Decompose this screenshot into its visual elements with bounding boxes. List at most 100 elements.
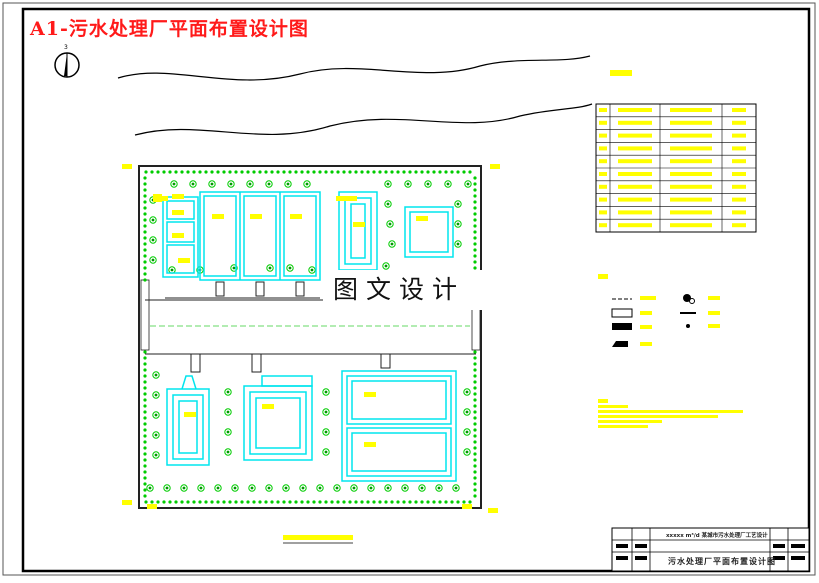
tree-icon: [226, 390, 230, 394]
tree-icon: [224, 388, 232, 396]
legend: [598, 274, 720, 347]
tree-icon: [465, 410, 469, 414]
hedge-dot: [324, 170, 328, 174]
hedge-dot: [288, 500, 292, 504]
hedge-dot: [473, 374, 477, 378]
hedge-dot: [222, 170, 226, 174]
tree-icon: [230, 264, 238, 272]
hedge-dot: [246, 170, 250, 174]
hedge-dot: [306, 170, 310, 174]
tree-icon: [226, 430, 230, 434]
tree-icon: [149, 236, 157, 244]
hedge-dot: [473, 182, 477, 186]
tree-icon: [305, 182, 309, 186]
hedge-dot: [143, 278, 147, 282]
table-cell-text: [599, 108, 607, 112]
tree-icon: [232, 266, 236, 270]
tree-icon: [248, 484, 256, 492]
hedge-dot: [462, 500, 466, 504]
hedge-dot: [252, 170, 256, 174]
plan-caption: [283, 535, 353, 544]
river-bank-lower: [134, 103, 593, 136]
tree-icon: [268, 266, 272, 270]
hedge-dot: [473, 386, 477, 390]
table-cell-text: [618, 184, 652, 189]
tree-icon: [350, 484, 358, 492]
tree-icon: [335, 486, 339, 490]
hedge-dot: [336, 500, 340, 504]
table-cell-text: [670, 133, 712, 138]
tree-icon: [316, 484, 324, 492]
tree-icon: [154, 453, 158, 457]
hedge-dot: [252, 500, 256, 504]
hedge-dot: [473, 350, 477, 354]
table-cell-text: [732, 223, 746, 228]
tree-icon: [233, 486, 237, 490]
hedge-dot: [444, 170, 448, 174]
svg-text:3: 3: [64, 44, 68, 51]
biological-tank: [243, 375, 313, 461]
hedge-dot: [222, 500, 226, 504]
hedge-dot: [228, 500, 232, 504]
hedge-dot: [473, 212, 477, 216]
hedge-dot: [143, 392, 147, 396]
unit-label-tag: [250, 214, 262, 219]
tree-icon: [191, 182, 195, 186]
hedge-dot: [168, 170, 172, 174]
watermark-text: 图文设计: [323, 270, 493, 310]
tree-icon: [299, 484, 307, 492]
tree-icon: [466, 182, 470, 186]
table-cell-text: [670, 223, 712, 228]
table-cell-text: [618, 197, 652, 202]
table-cell-text: [670, 172, 712, 176]
table-cell-text: [618, 210, 652, 215]
hedge-dot: [396, 500, 400, 504]
unit-label-tag: [172, 194, 184, 199]
hedge-dot: [402, 170, 406, 174]
pretreatment-units: [162, 191, 321, 281]
tree-icon: [454, 486, 458, 490]
tree-icon: [386, 486, 390, 490]
hedge-dot: [348, 170, 352, 174]
hedge-dot: [342, 170, 346, 174]
hedge-dot: [143, 266, 147, 270]
table-cell-text: [670, 108, 712, 112]
hedge-dot: [366, 500, 370, 504]
hedge-dot: [348, 500, 352, 504]
hedge-dot: [143, 446, 147, 450]
table-cell-text: [599, 197, 607, 202]
tree-icon: [322, 408, 330, 416]
structures-table: [595, 70, 757, 233]
table-cell-text: [618, 223, 652, 228]
tree-icon: [435, 484, 443, 492]
hedge-dot: [473, 482, 477, 486]
tree-icon: [229, 182, 233, 186]
unit-label-tag: [345, 196, 357, 201]
table-cell-text: [670, 184, 712, 189]
hedge-dot: [234, 170, 238, 174]
hedge-dot: [318, 170, 322, 174]
table-cell-text: [599, 172, 607, 176]
hedge-dot: [450, 170, 454, 174]
hedge-dot: [384, 500, 388, 504]
tree-icon: [324, 430, 328, 434]
hedge-dot: [258, 170, 262, 174]
hedge-dot: [473, 434, 477, 438]
hedge-dot: [192, 170, 196, 174]
hedge-dot: [456, 500, 460, 504]
tree-icon: [418, 484, 426, 492]
valve-icon: [683, 294, 695, 304]
hedge-dot: [143, 476, 147, 480]
tree-icon: [170, 268, 174, 272]
hedge-dot: [473, 206, 477, 210]
tree-icon: [148, 486, 152, 490]
hedge-dot: [143, 272, 147, 276]
tree-icon: [463, 428, 471, 436]
tree-icon: [308, 266, 316, 274]
hedge-dot: [143, 410, 147, 414]
hedge-dot: [318, 500, 322, 504]
hedge-dot: [414, 170, 418, 174]
hedge-dot: [473, 416, 477, 420]
hedge-dot: [473, 260, 477, 264]
hedge-dot: [414, 500, 418, 504]
